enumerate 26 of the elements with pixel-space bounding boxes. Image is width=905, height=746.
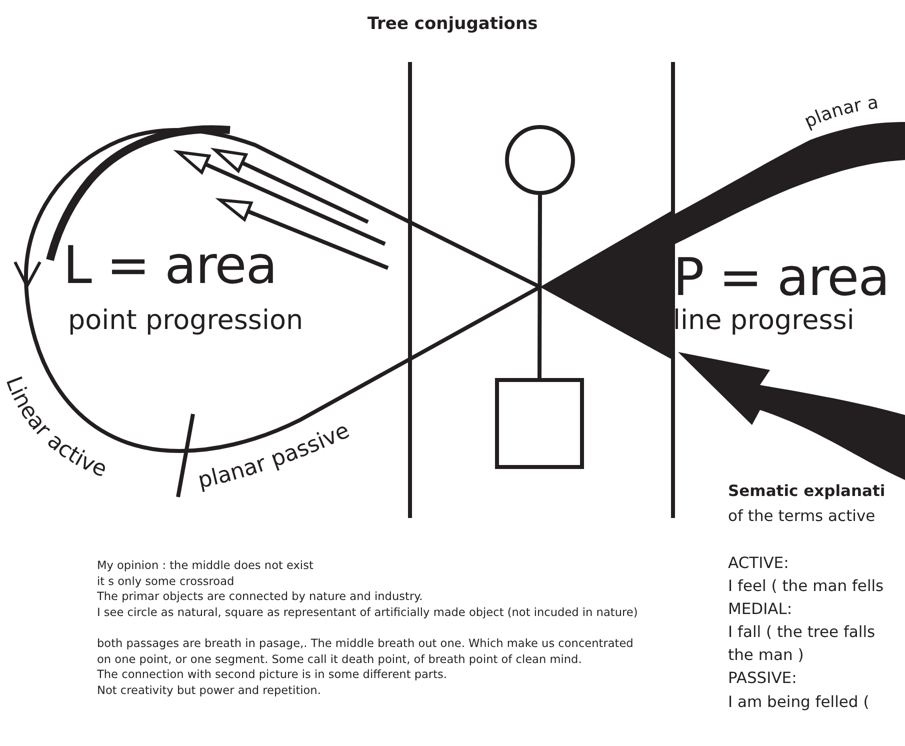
note-text: I see circle as natural, square as representant of artificially made object (not incuded in nature): [97, 606, 638, 620]
term-heading: MEDIAL:: [728, 601, 792, 618]
section-heading: Sematic explanati: [728, 483, 886, 500]
body-text: the man ): [728, 647, 804, 664]
body-text: I feel ( the man fells: [728, 578, 884, 596]
square-shape: [495, 378, 584, 469]
note-text: Not creativity but power and repetition.: [97, 684, 321, 698]
term-heading: PASSIVE:: [728, 670, 797, 688]
area-subtitle: point progression: [68, 306, 304, 336]
body-text: I fall ( the tree falls: [728, 624, 876, 642]
circle-shape: [505, 125, 575, 195]
note-text: The connection with second picture is in some different parts.: [97, 669, 447, 682]
note-text: both passages are breath in pasage,. The middle breath out one. Which make us concentrated: [97, 638, 634, 650]
curve-label: planar a: [801, 92, 880, 133]
note-text: The primar objects are connected by nature and industry.: [97, 591, 423, 604]
area-heading: L = area: [63, 238, 277, 296]
area-heading: P = area: [673, 250, 889, 308]
note-text: on one point, or one segment. Some call it death point, of breath point of clean mind.: [97, 654, 582, 666]
term-heading: ACTIVE:: [728, 555, 789, 572]
area-subtitle: line progressi: [673, 306, 854, 336]
note-text: My opinion : the middle does not exist: [97, 560, 314, 572]
body-text: of the terms active: [728, 508, 876, 526]
connector-line: [538, 195, 542, 378]
diagram-title: Tree conjugations: [366, 15, 539, 34]
note-text: it s only some crossroad: [97, 576, 234, 588]
body-text: I am being felled (: [728, 694, 870, 712]
